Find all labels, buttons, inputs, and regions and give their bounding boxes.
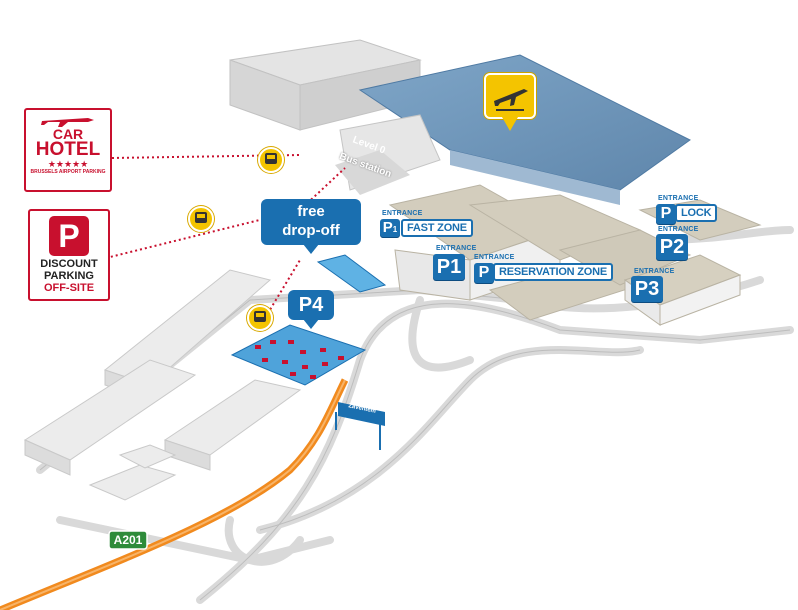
dropoff-area [316, 254, 387, 293]
p1-fast-badge[interactable]: P1 [380, 219, 400, 237]
bus-icon [247, 305, 273, 331]
p3-badge[interactable]: P3 [631, 276, 663, 302]
a201-highway [0, 378, 349, 610]
plane-icon [41, 118, 94, 127]
p4-callout[interactable]: P4 [288, 290, 334, 329]
discount-line1: DISCOUNT [40, 258, 98, 270]
discount-parking-logo[interactable]: P DISCOUNT PARKING OFF-SITE [28, 209, 110, 301]
entrance-label: ENTRANCE [382, 210, 423, 217]
entrance-label: ENTRANCE [658, 195, 699, 202]
airport-plane-icon [484, 73, 536, 119]
reservation-p-badge[interactable]: P [474, 263, 494, 283]
car-hotel-logo[interactable]: CAR HOTEL ★★★★★ BRUSSELS AIRPORT PARKING [24, 108, 112, 192]
discount-p-badge: P [49, 216, 89, 256]
discount-line2: PARKING [44, 270, 94, 282]
bus-icon [258, 147, 284, 173]
entrance-label: ENTRANCE [658, 226, 699, 233]
a201-label [108, 530, 148, 550]
p1-badge[interactable]: P1 [433, 254, 465, 280]
reservation-zone-label[interactable]: RESERVATION ZONE [493, 263, 614, 281]
bus-icon [188, 206, 214, 232]
entrance-label: ENTRANCE [474, 254, 515, 261]
entrance-label: ENTRANCE [436, 245, 477, 252]
airport-marker-pin [502, 117, 518, 131]
p4-label: P4 [298, 294, 324, 316]
lock-p-badge[interactable]: P [656, 204, 676, 224]
discount-line3: OFF-SITE [43, 282, 95, 294]
terminal-building [229, 39, 691, 205]
p4-parking-lot [230, 324, 367, 386]
hotel-bottom-text: BRUSSELS AIRPORT PARKING [30, 169, 106, 175]
a201-road-label: A201 [113, 533, 143, 547]
p1-fast-sub: 1 [392, 225, 398, 234]
hotel-stars: ★★★★★ [47, 159, 89, 169]
cargo-buildings [23, 269, 302, 501]
fast-zone-label[interactable]: FAST ZONE [401, 219, 473, 237]
zaventem-sign [335, 402, 385, 450]
p1-fast-letter: P [382, 219, 393, 236]
hotel-mid-text: HOTEL [35, 139, 101, 160]
entrance-label: ENTRANCE [634, 268, 675, 275]
lock-zone-label[interactable]: LOCK [675, 204, 718, 222]
p2-badge[interactable]: P2 [656, 234, 688, 260]
free-dropoff-callout[interactable]: free drop-off [261, 199, 361, 254]
hotel-top-text: CAR [52, 126, 84, 142]
dropoff-line2: drop-off [282, 222, 340, 239]
dropoff-line1: free [297, 203, 325, 220]
